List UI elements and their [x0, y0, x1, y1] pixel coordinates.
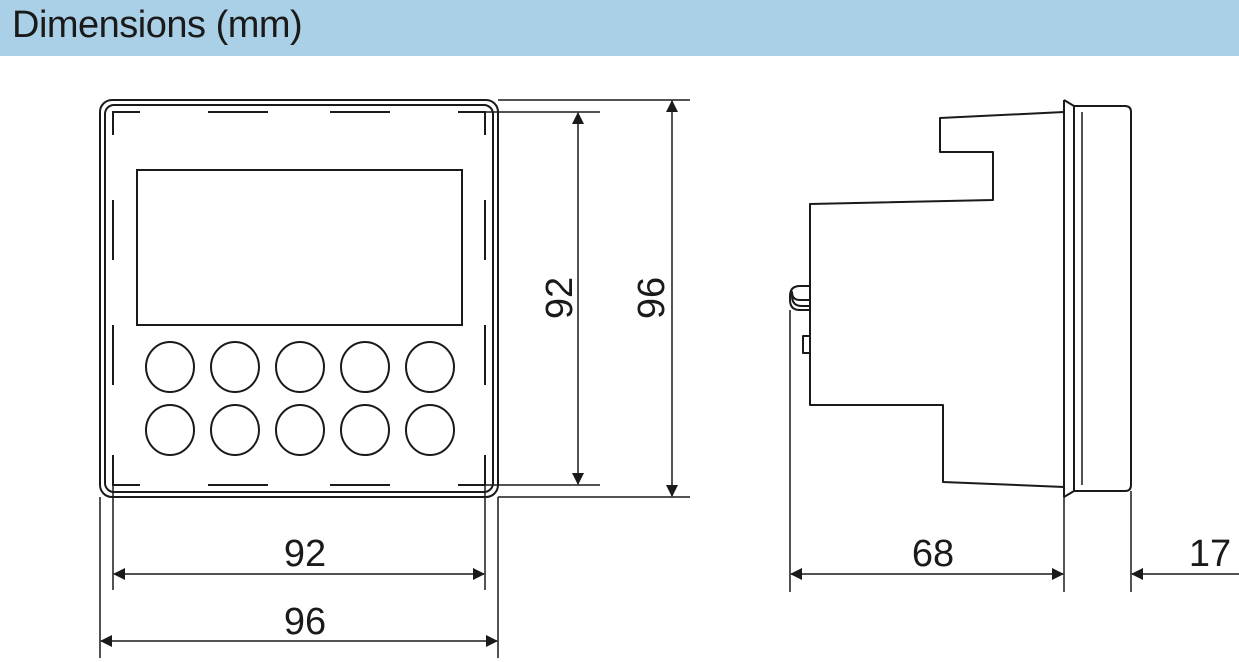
- keypad-button: [405, 341, 455, 393]
- side-clip: [791, 291, 810, 307]
- page-title: Dimensions (mm): [12, 4, 303, 46]
- side-view: [789, 99, 1132, 498]
- dim-label-outer-width: 96: [284, 601, 326, 643]
- keypad-button: [275, 341, 325, 393]
- dim-label-bezel: 17: [1189, 533, 1231, 575]
- title-bar: Dimensions (mm): [0, 0, 1239, 56]
- keypad-button: [340, 341, 390, 393]
- front-inner-frame: [104, 104, 494, 493]
- dim-label-depth: 68: [912, 533, 954, 575]
- front-dimensions: [99, 99, 690, 658]
- dim-label-inner-width: 92: [284, 533, 326, 575]
- side-dimensions: [789, 310, 1239, 592]
- dim-label-inner-height: 92: [539, 277, 581, 319]
- side-housing: [809, 111, 1065, 488]
- keypad-button: [145, 404, 195, 456]
- dim-label-outer-height: 96: [631, 277, 673, 319]
- keypad: [145, 341, 455, 456]
- keypad-button: [275, 404, 325, 456]
- keypad-button: [210, 341, 260, 393]
- keypad-button: [340, 404, 390, 456]
- side-bezel: [1063, 99, 1132, 498]
- keypad-button: [210, 404, 260, 456]
- front-view: [99, 99, 499, 498]
- front-outer-frame: [99, 99, 499, 498]
- front-dashed-outline: [112, 111, 486, 486]
- display-window: [136, 169, 463, 326]
- keypad-button: [405, 404, 455, 456]
- keypad-button: [145, 341, 195, 393]
